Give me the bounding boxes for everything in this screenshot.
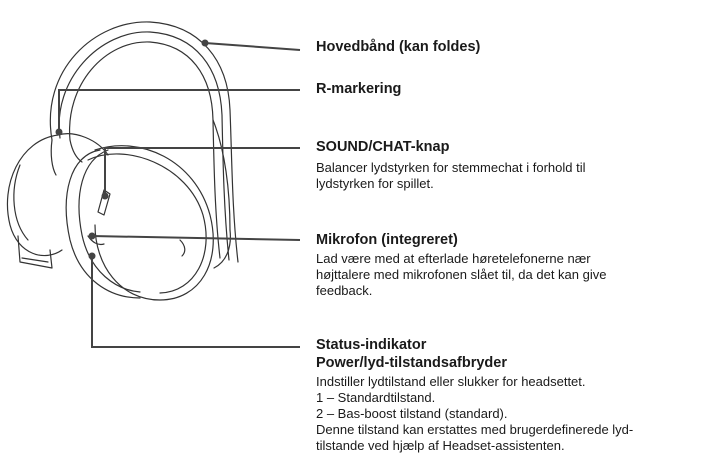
- r-mark-title: R-markering: [316, 81, 402, 97]
- leader-sound-chat: [104, 147, 300, 196]
- headband-outer: [49, 21, 239, 263]
- label-sound-chat: SOUND/CHAT-knap Balancer lydstyrken for …: [316, 138, 586, 192]
- left-earcup: [6, 134, 63, 257]
- label-microphone: Mikrofon (integreret) Lad være med at ef…: [316, 231, 606, 299]
- dot-microphone: [88, 232, 96, 240]
- leader-status: [91, 256, 300, 348]
- right-earcup-housing: [65, 149, 141, 299]
- sound-chat-title: SOUND/CHAT-knap: [316, 139, 450, 155]
- microphone-desc-3: feedback.: [316, 283, 373, 298]
- leader-r-mark: [58, 89, 300, 132]
- status-mode-1: 1 – Standardtilstand.: [316, 390, 436, 405]
- sound-chat-desc-1: Balancer lydstyrken for stemmechat i for…: [316, 160, 586, 175]
- status-desc: Indstiller lydtilstand eller slukker for…: [316, 374, 586, 389]
- leader-microphone: [91, 235, 301, 241]
- status-note-1: Denne tilstand kan erstattes med brugerd…: [316, 422, 634, 437]
- status-mode-2: 2 – Bas-boost tilstand (standard).: [316, 406, 508, 421]
- label-r-mark: R-markering: [316, 80, 401, 98]
- label-status: Status-indikator Power/lyd-tilstandsafbr…: [316, 336, 633, 454]
- dot-status: [88, 252, 96, 260]
- headband-inner: [69, 41, 221, 259]
- status-title-2: Power/lyd-tilstandsafbryder: [316, 355, 507, 371]
- leader-headband: [204, 42, 301, 51]
- microphone-desc-1: Lad være med at efterlade høretelefonern…: [316, 251, 591, 266]
- dot-sound-chat: [101, 192, 109, 200]
- sound-chat-desc-2: lydstyrken for spillet.: [316, 176, 434, 191]
- microphone-title: Mikrofon (integreret): [316, 232, 458, 248]
- microphone-desc-2: højttalere med mikrofonen slået til, da …: [316, 267, 607, 282]
- label-headband: Hovedbånd (kan foldes): [316, 38, 480, 56]
- status-note-2: tilstande ved hjælp af Headset-assistent…: [316, 438, 565, 453]
- dot-headband: [201, 39, 209, 47]
- dot-r-mark: [55, 128, 63, 136]
- status-title-1: Status-indikator: [316, 337, 427, 353]
- right-earcup-cushion: [94, 145, 214, 301]
- headband-title: Hovedbånd (kan foldes): [316, 39, 481, 55]
- sound-chat-button-shape: [97, 189, 111, 216]
